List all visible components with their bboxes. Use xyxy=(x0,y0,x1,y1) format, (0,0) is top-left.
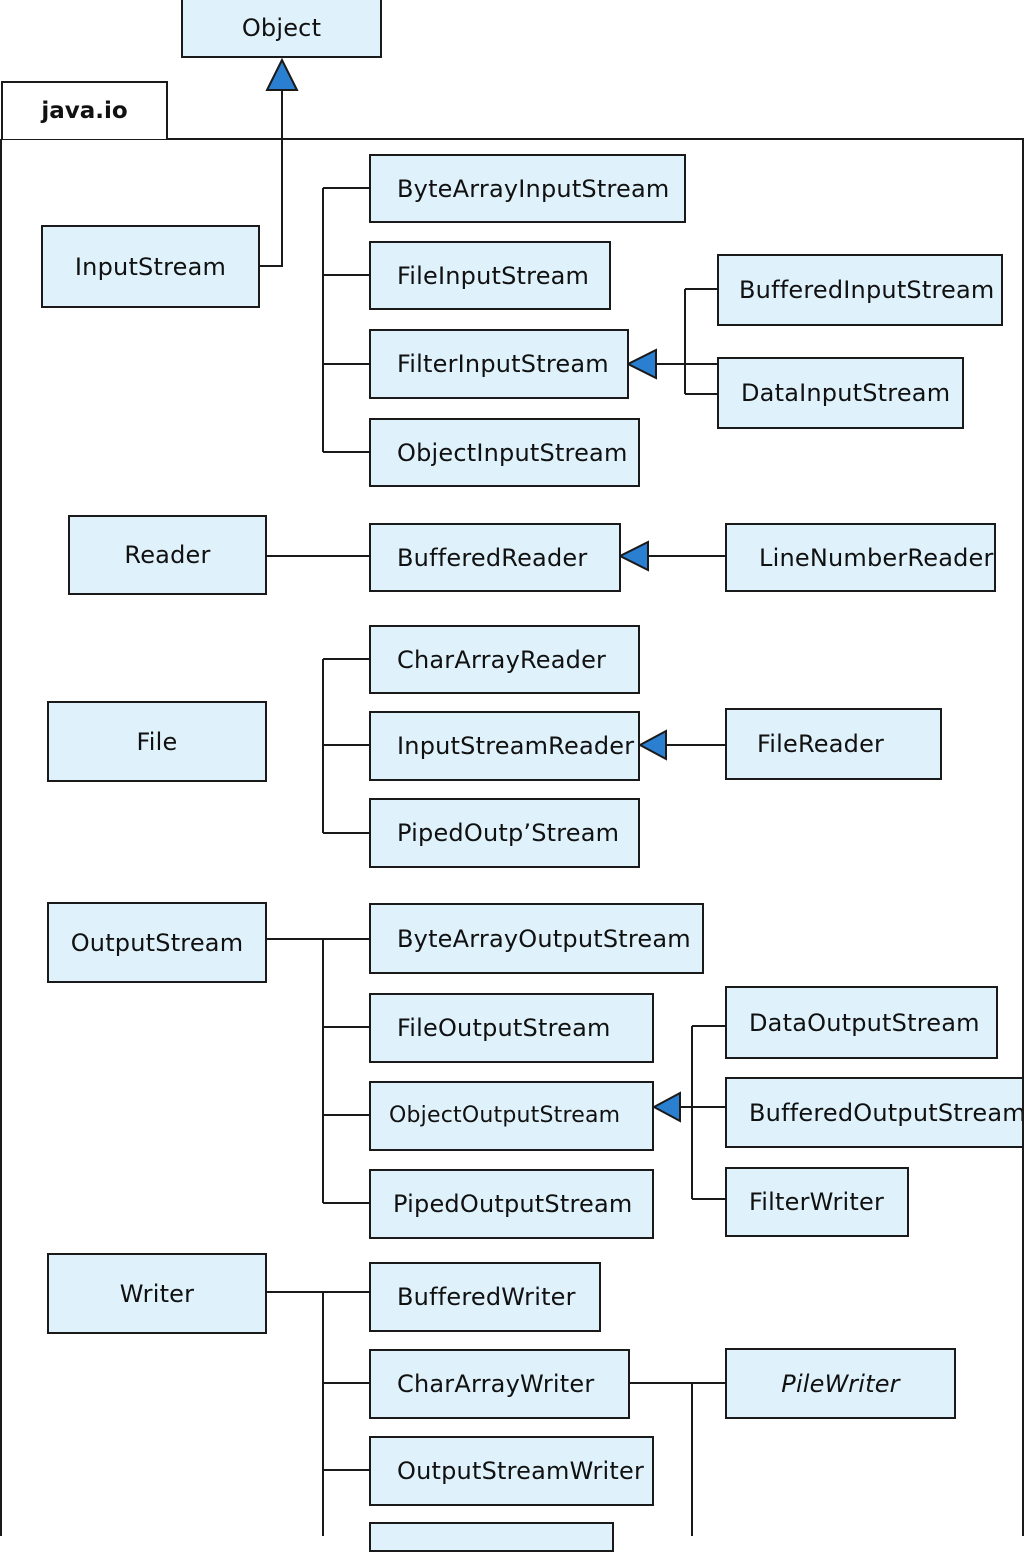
class-bufferedoutputstream: BufferedOutputStream xyxy=(725,1077,1024,1148)
inheritance-line-inputstream-object xyxy=(260,88,283,267)
package-tab: java.io xyxy=(1,81,168,139)
connector-lines xyxy=(260,88,726,1536)
class-filereader: FileReader xyxy=(725,708,942,780)
arrowhead-to-objectoutputstream xyxy=(651,1091,681,1123)
class-pipedoutputstream: PipedOutputStream xyxy=(369,1169,654,1239)
class-datainputstream: DataInputStream xyxy=(717,357,964,429)
class-fileoutputstream: FileOutputStream xyxy=(369,993,654,1063)
class-chararrayreader: CharArrayReader xyxy=(369,625,640,694)
class-chararraywriter: CharArrayWriter xyxy=(369,1349,630,1419)
arrowhead-to-inputstreamreader xyxy=(637,729,667,761)
class-bytearrayoutputstream: ByteArrayOutputStream xyxy=(369,903,704,974)
class-object: Object xyxy=(181,0,382,58)
class-dataoutputstream: DataOutputStream xyxy=(725,986,998,1059)
class-bytearrayinputstream: ByteArrayInputStream xyxy=(369,154,686,223)
class-outputstream: OutputStream xyxy=(47,902,267,983)
arrowhead-to-object xyxy=(265,57,299,91)
class-writer: Writer xyxy=(47,1253,267,1334)
class-outputstreamwriter: OutputStreamWriter xyxy=(369,1436,654,1506)
class-inputstreamreader: InputStreamReader xyxy=(369,711,640,781)
class-objectinputstream: ObjectInputStream xyxy=(369,418,640,487)
class-fileinputstream: FileInputStream xyxy=(369,241,611,310)
package-frame xyxy=(0,138,1024,1536)
class-bufferedinputstream: BufferedInputStream xyxy=(717,254,1003,326)
class-filterwriter: FilterWriter xyxy=(725,1167,909,1237)
class-linenumberreader: LineNumberReader xyxy=(725,523,996,592)
class-pilewriter: PileWriter xyxy=(725,1348,956,1419)
class-inputstream: InputStream xyxy=(41,225,260,308)
class-pipedoutpstream: PipedOutp’Stream xyxy=(369,798,640,868)
arrowhead-to-filterinputstream xyxy=(625,348,657,380)
class-unlabeled-bottom xyxy=(369,1522,614,1552)
arrowhead-to-bufferedreader xyxy=(617,540,649,572)
arrowheads xyxy=(265,57,681,1123)
class-bufferedwriter: BufferedWriter xyxy=(369,1262,601,1332)
class-filterinputstream: FilterInputStream xyxy=(369,329,629,399)
class-bufferedreader: BufferedReader xyxy=(369,523,621,592)
class-file: File xyxy=(47,701,267,782)
class-reader: Reader xyxy=(68,515,267,595)
class-objectoutputstream: ObjectOutputStream xyxy=(369,1081,654,1151)
